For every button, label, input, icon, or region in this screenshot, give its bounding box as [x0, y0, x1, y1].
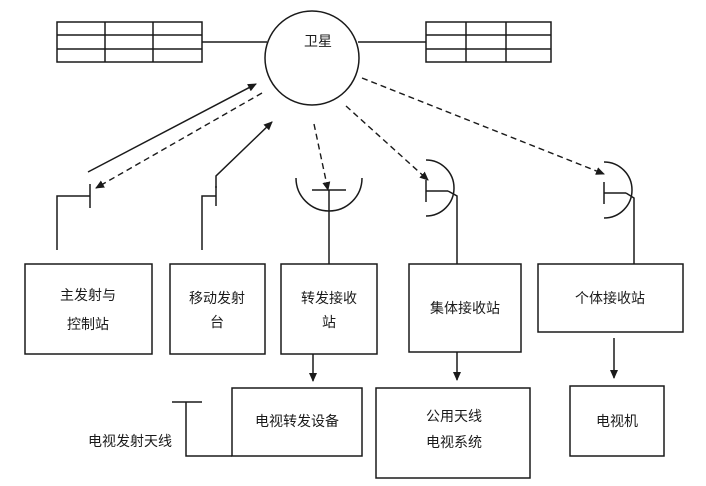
downlink-arrow-relay — [313, 123, 331, 191]
tv-set-box: 电视机 — [569, 385, 665, 457]
solar-panel-right — [425, 21, 552, 63]
individual-dish-icon — [603, 161, 635, 264]
uplink-arrow-main — [87, 83, 257, 173]
public-antenna-tv-system-box: 公用天线 电视系统 — [375, 387, 531, 479]
tv-relay-equipment-box: 电视转发设备 — [231, 387, 363, 457]
collective-receive-station-box: 集体接收站 — [408, 263, 522, 353]
individual-receive-label: 个体接收站 — [575, 290, 645, 307]
tv-relay-label: 电视转发设备 — [255, 413, 339, 430]
relay-receive-label-line1: 转发接收 — [301, 290, 357, 307]
main-transmit-antenna-icon — [56, 184, 91, 250]
downlink-arrow-main — [95, 92, 263, 189]
mobile-transmit-label-line2: 台 — [210, 315, 224, 331]
mobile-transmit-antenna-icon — [201, 186, 217, 250]
mobile-transmit-label-line1: 移动发射 — [189, 291, 245, 307]
individual-receive-station-box: 个体接收站 — [537, 263, 684, 333]
tv-set-label: 电视机 — [596, 414, 638, 430]
collective-receive-label: 集体接收站 — [430, 300, 500, 317]
public-antenna-label-line1: 公用天线 — [426, 409, 482, 425]
uplink-arrow-mobile — [215, 121, 273, 188]
relay-receive-label-line2: 站 — [322, 315, 336, 331]
relay-receive-station-box: 转发接收 站 — [280, 263, 378, 355]
solar-panel-left — [56, 21, 203, 63]
downlink-arrow-collective — [345, 105, 429, 181]
main-transmit-label-line2: 控制站 — [67, 317, 109, 333]
collective-dish-icon — [425, 159, 458, 264]
main-transmit-label-line1: 主发射与 — [60, 288, 116, 304]
tv-transmit-antenna-label: 电视发射天线 — [88, 434, 172, 450]
public-antenna-label-line2: 电视系统 — [426, 435, 482, 451]
tv-transmit-antenna-icon — [172, 401, 232, 457]
relay-dish-icon — [295, 177, 363, 264]
mobile-transmit-station-box: 移动发射 台 — [169, 263, 266, 355]
satellite-body — [264, 10, 360, 106]
main-transmit-station-box: 主发射与 控制站 — [24, 263, 153, 355]
downlink-arrow-individual — [361, 77, 605, 175]
satellite-label: 卫星 — [304, 34, 332, 50]
